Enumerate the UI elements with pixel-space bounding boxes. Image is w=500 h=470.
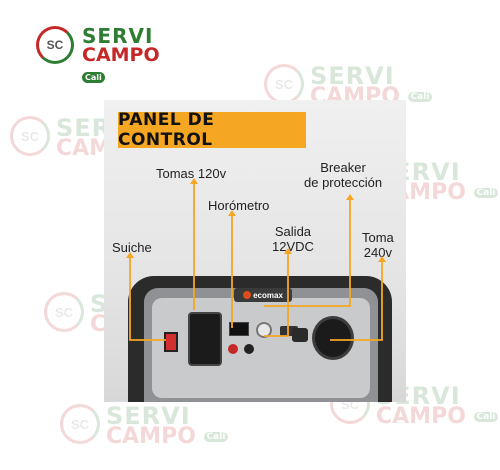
logo-line2: CAMPO Cali [82,44,160,83]
leader-toma [330,262,383,341]
arrow-breaker [346,194,354,200]
power-switch [164,332,178,352]
arrow-tomas [190,178,198,184]
arrow-toma [378,256,386,262]
terminal-black [244,344,254,354]
hour-meter [229,322,249,336]
brand-logo: SC SERVI CAMPO Cali [36,24,186,83]
label-horometro: Horómetro [208,198,270,213]
label-toma-240v: Toma 240v [362,230,394,260]
breaker-knob [256,322,272,338]
outlet-240v [312,316,354,360]
panel-title: PANEL DE CONTROL [118,110,306,150]
leader-breaker [264,200,351,307]
logo-mark: SC [36,26,74,64]
label-tomas-120v: Tomas 120v [156,166,227,181]
label-breaker: Breaker de protección [304,160,383,190]
arrow-salida [284,248,292,254]
watermark-line2: CAMPO Cali [106,424,229,449]
outlet-12vdc [292,328,308,342]
watermark-line2: CAMPO Cali [376,404,499,429]
arrow-suiche [126,252,134,258]
watermark-line1: SERVI [310,62,395,90]
watermark-mark: SC [60,404,100,444]
watermark-mark: SC [264,64,304,104]
terminal-red [228,344,238,354]
brand-plate: ecomax [234,288,292,302]
leader-suiche [129,258,166,341]
outlet-120v [188,312,222,366]
label-salida-12vdc: Salida 12VDC [272,224,314,254]
brand-emblem-icon [243,291,252,299]
logo-line1: SERVI [82,24,154,48]
leader-salida [264,254,289,337]
usb-port [280,326,298,336]
arrow-horometro [228,210,236,216]
logo-badge: Cali [82,72,105,83]
watermark-mark: SC [44,292,84,332]
leader-lines [126,178,386,341]
label-suiche: Suiche [112,240,152,255]
watermark-mark: SC [10,116,50,156]
watermark-line1: SERVI [106,402,191,430]
watermark: SC SERVI CAMPO Cali [60,402,260,452]
control-panel-image: PANEL DE CONTROL Tomas 120v Breaker de p… [104,100,406,402]
